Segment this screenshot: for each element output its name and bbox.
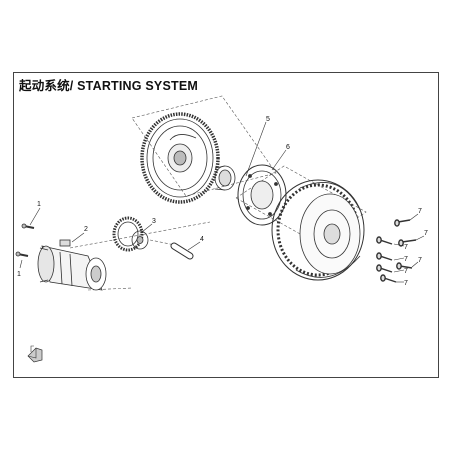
clutch-plate xyxy=(237,164,287,226)
callout-2: 2 xyxy=(84,226,88,233)
leader-lines xyxy=(19,121,425,283)
needle-bearing xyxy=(214,165,236,191)
starter-motor xyxy=(37,239,107,291)
callout-6: 6 xyxy=(286,144,290,151)
diagram-frame xyxy=(13,72,439,378)
callout-7f: 7 xyxy=(404,268,408,275)
callout-5: 5 xyxy=(266,116,270,123)
callout-7b: 7 xyxy=(424,230,428,237)
callout-7g: 7 xyxy=(404,280,408,287)
idler-gear xyxy=(112,216,149,252)
idler-shaft xyxy=(170,242,194,260)
bookmark-icon xyxy=(27,345,43,363)
callout-1a: 1 xyxy=(37,201,41,208)
callout-7a: 7 xyxy=(418,208,422,215)
callout-7c: 7 xyxy=(404,244,408,251)
starter-bolts xyxy=(15,223,35,257)
callout-1b: 1 xyxy=(17,271,21,278)
flywheel-rotor xyxy=(271,179,365,281)
callout-7d: 7 xyxy=(404,256,408,263)
callout-3: 3 xyxy=(152,218,156,225)
callout-7e: 7 xyxy=(418,257,422,264)
diagram-title: 起动系统/ STARTING SYSTEM xyxy=(19,79,198,93)
rotor-bolts xyxy=(376,219,417,283)
callout-4: 4 xyxy=(200,236,204,243)
driven-gear xyxy=(140,112,220,204)
